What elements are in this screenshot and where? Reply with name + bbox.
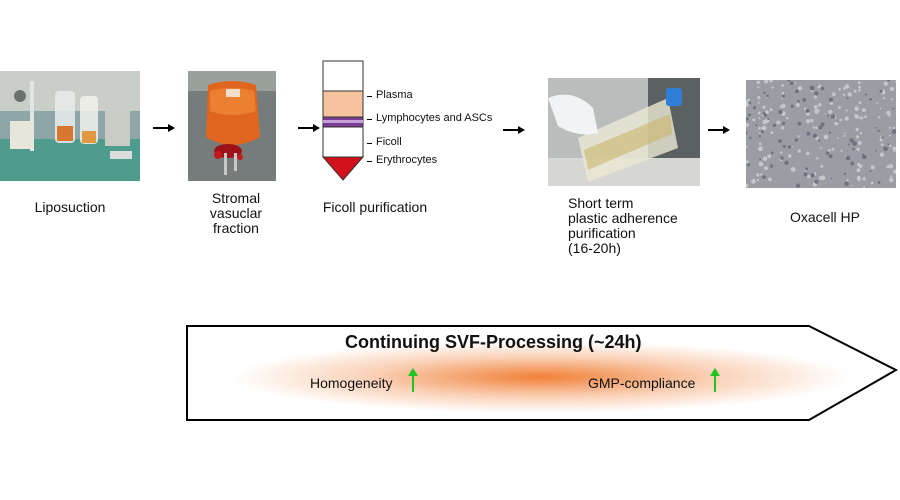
ficoll-label: Ficoll [376,136,402,148]
cell-micrograph [746,80,896,188]
step-label-ficoll: Ficoll purification [322,199,428,215]
plasma-tick [367,96,372,97]
arrow-right-icon [153,124,175,132]
svf-bag-photo [188,71,276,181]
step-label-adherence: Short term plastic adherence purificatio… [568,195,678,256]
plasma-label: Plasma [376,89,413,101]
lymphocytes-label: Lymphocytes and ASCs [376,112,493,124]
homogeneity-label: Homogeneity [310,375,393,391]
ficoll-tube [321,60,365,182]
liposuction-photo [0,71,140,181]
arrow-right-icon [708,126,730,134]
arrow-up-icon [408,368,418,392]
step-label-oxacell: Oxacell HP [789,209,861,225]
ficoll-tick [367,143,372,144]
erythrocytes-label: Erythrocytes [376,154,438,166]
banner-title: Continuing SVF-Processing (~24h) [345,332,642,352]
step-label-svf: Stromal vasuclar fraction [209,190,263,236]
lymphocytes-tick [367,119,372,120]
gmp-compliance-label: GMP-compliance [588,375,696,391]
arrow-up-icon [710,368,720,392]
erythrocytes-tick [367,161,372,162]
step-label-liposuction: Liposuction [34,199,106,215]
processing-banner [186,325,898,421]
arrow-right-icon [298,124,320,132]
culture-flask-photo [548,78,700,186]
arrow-right-icon [503,126,525,134]
